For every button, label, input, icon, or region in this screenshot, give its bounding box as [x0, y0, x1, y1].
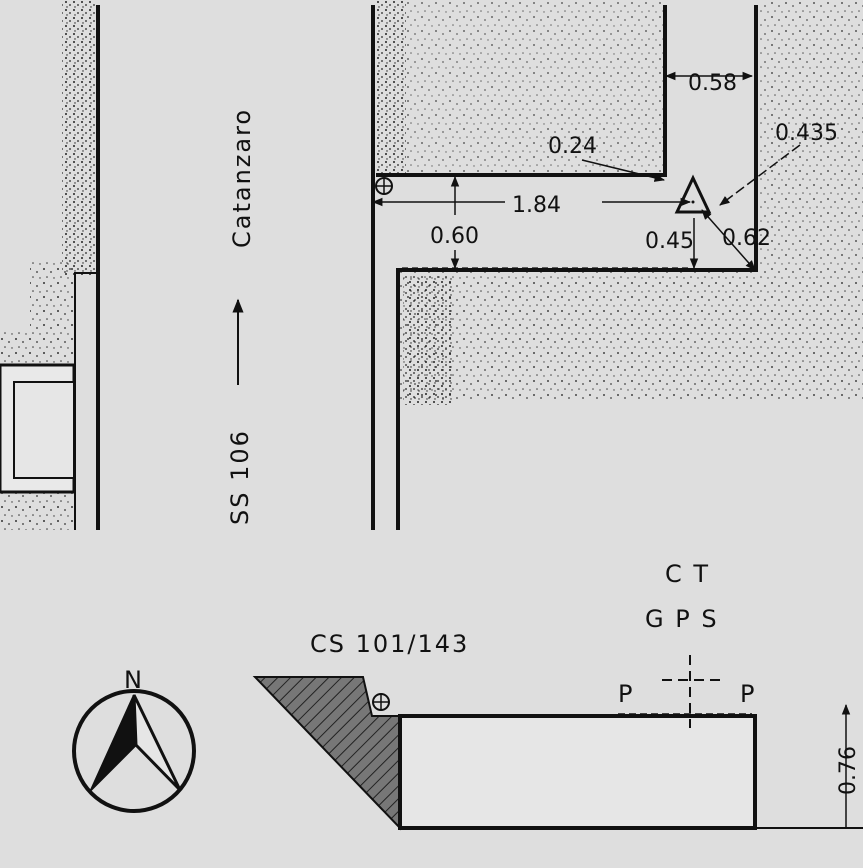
triangle-marker-icon	[674, 174, 712, 214]
section-block	[398, 713, 863, 830]
north-arrow-icon	[72, 689, 196, 813]
section-hatched-wedge	[252, 676, 401, 831]
right-side-plot	[371, 0, 863, 530]
section-benchmark-icon	[372, 693, 390, 711]
dim-076: 0.76	[836, 746, 861, 795]
dim-184: 1.84	[512, 193, 561, 218]
dim-045: 0.45	[645, 229, 694, 254]
destination-label: Catanzaro	[228, 108, 256, 248]
dim-060: 0.60	[430, 224, 479, 249]
dimension-lines	[371, 71, 801, 271]
dim-058: 0.58	[688, 71, 737, 96]
gps-label-line2: G P S	[645, 605, 719, 633]
gps-label-line1: C T	[665, 560, 710, 588]
left-building-box	[0, 363, 76, 494]
benchmark-circle-icon	[375, 177, 393, 195]
benchmark-code: CS 101/143	[310, 630, 469, 658]
road-name-label: SS 106	[226, 429, 254, 525]
dim-062: 0.62	[722, 226, 771, 251]
point-label-right: P	[740, 680, 756, 708]
road-labels: SS 106 Catanzaro	[226, 108, 256, 525]
north-label: N	[124, 666, 144, 694]
dim-0435: 0.435	[775, 121, 838, 146]
gps-crosshair-icon	[662, 655, 720, 728]
dim-024: 0.24	[548, 134, 597, 159]
point-label-left: P	[618, 680, 634, 708]
